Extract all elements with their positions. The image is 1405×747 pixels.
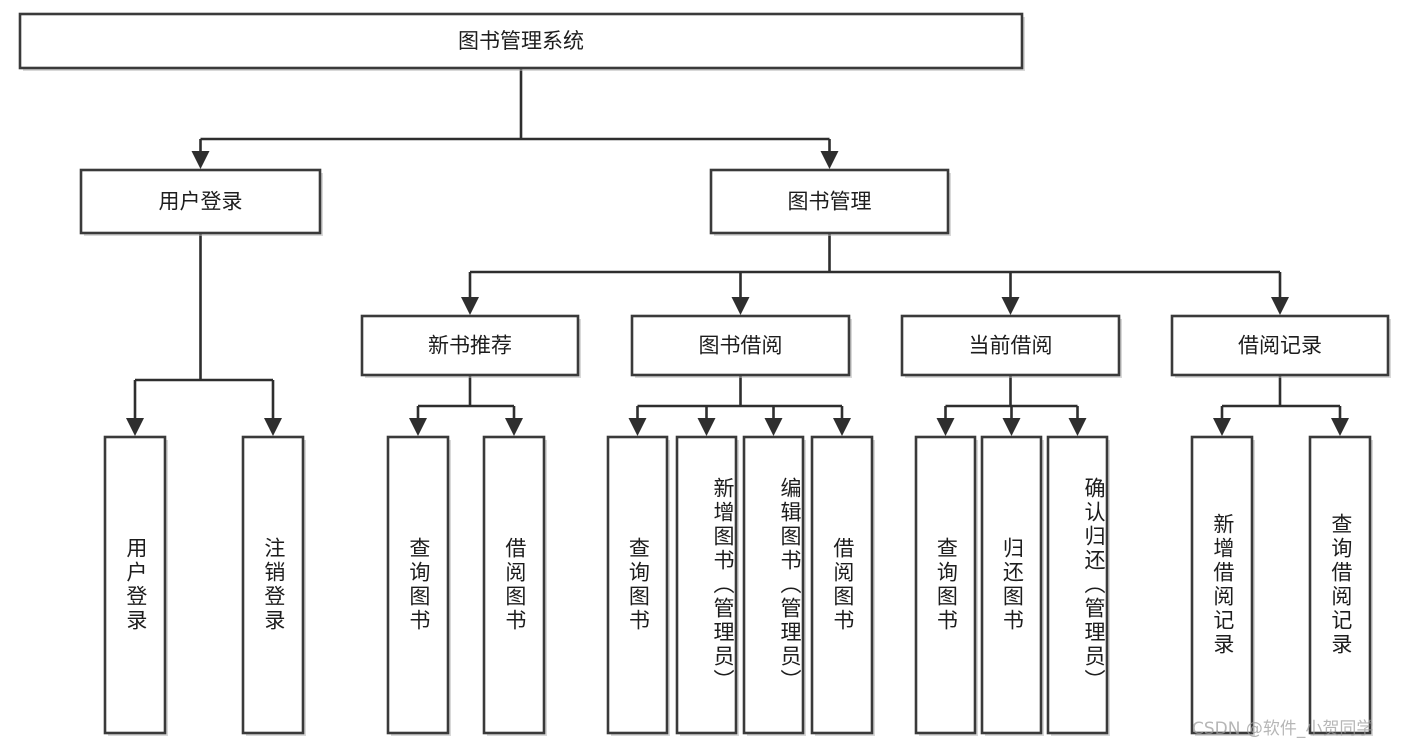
node-borrow-record[interactable] xyxy=(1170,314,1390,377)
node-label: 当前借阅 xyxy=(969,334,1053,358)
node-root-root[interactable] xyxy=(18,12,1024,70)
node-book-manage[interactable] xyxy=(709,168,950,235)
node-label: 借阅记录 xyxy=(1238,334,1322,358)
leaf-l-br-2[interactable] xyxy=(1308,435,1372,735)
watermark: CSDN @软件_小贺同学 xyxy=(1192,719,1374,739)
node-current-borrow[interactable] xyxy=(900,314,1121,377)
node-book-borrow[interactable] xyxy=(630,314,851,377)
node-label: 图书管理系统 xyxy=(458,29,584,53)
node-label: 新书推荐 xyxy=(428,334,512,358)
leaf-l-cb-1[interactable] xyxy=(914,435,977,735)
node-user-login[interactable] xyxy=(79,168,322,235)
edges-layer xyxy=(126,68,1349,436)
node-label: 图书借阅 xyxy=(699,334,783,358)
leaf-l-bb-2[interactable] xyxy=(675,435,738,735)
leaf-l-cb-3[interactable] xyxy=(1046,435,1109,735)
leaf-l-bb-1[interactable] xyxy=(606,435,669,735)
leaf-l-br-1[interactable] xyxy=(1190,435,1254,735)
boxes-layer xyxy=(18,12,1391,736)
node-label: 图书管理 xyxy=(788,190,872,214)
leaf-leaf-user-logout[interactable] xyxy=(241,435,305,735)
node-new-book-rec[interactable] xyxy=(360,314,580,377)
leaf-l-nbr-1[interactable] xyxy=(386,435,450,735)
leaf-l-bb-3[interactable] xyxy=(742,435,805,735)
leaf-l-cb-2[interactable] xyxy=(980,435,1043,735)
leaf-l-nbr-2[interactable] xyxy=(482,435,546,735)
leaf-leaf-user-login[interactable] xyxy=(103,435,167,735)
leaf-l-bb-4[interactable] xyxy=(810,435,874,735)
node-label: 用户登录 xyxy=(159,190,243,214)
